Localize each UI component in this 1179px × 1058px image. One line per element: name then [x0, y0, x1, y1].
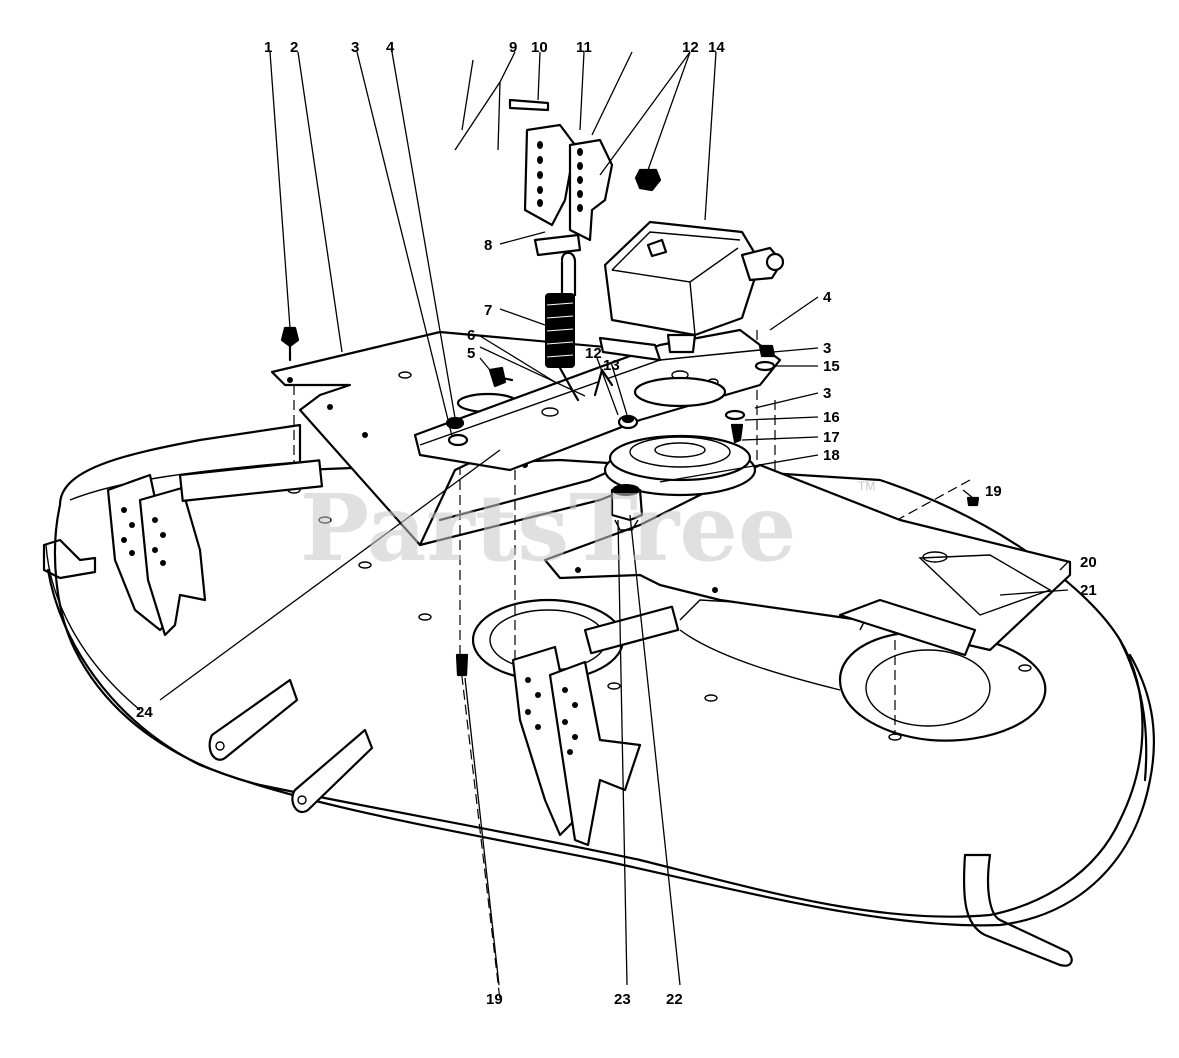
callout-12-lower: 12: [585, 345, 602, 362]
callout-7: 7: [484, 302, 492, 319]
callout-16: 16: [823, 409, 840, 426]
callout-15: 15: [823, 358, 840, 375]
hardware: [280, 326, 980, 677]
leader-lines: [159, 51, 1069, 986]
callout-5: 5: [467, 345, 475, 362]
callout-11: 11: [576, 39, 592, 56]
callout-3: 3: [351, 39, 359, 56]
callout-17: 17: [823, 429, 840, 446]
callout-9: 9: [509, 39, 517, 56]
callout-21: 21: [1080, 582, 1097, 599]
watermark: PartsTree TM: [300, 474, 875, 582]
gearbox: [598, 220, 785, 362]
callout-19-right: 19: [985, 483, 1002, 500]
callout-3-right-lower: 3: [823, 385, 831, 402]
front-link-arms: [208, 678, 374, 813]
lift-brackets: [508, 98, 662, 257]
callout-4-right: 4: [823, 289, 832, 306]
belt-guard-plate: [543, 463, 1072, 657]
callout-18: 18: [823, 447, 840, 464]
callout-3-right-upper: 3: [823, 340, 831, 357]
callout-8: 8: [484, 237, 492, 254]
callout-22: 22: [666, 991, 683, 1008]
callout-labels: 1 2 3 4 9 10 11 12 14 4 8 7 6 5 12 13 3 …: [136, 39, 1097, 1008]
callout-23: 23: [614, 991, 631, 1008]
spring: [545, 251, 580, 402]
front-hanger-brackets: [511, 605, 680, 847]
left-hanger-brackets: [106, 459, 324, 637]
callout-10: 10: [531, 39, 548, 56]
callout-24: 24: [136, 704, 153, 721]
callout-12: 12: [682, 39, 699, 56]
callout-20: 20: [1080, 554, 1097, 571]
callout-14: 14: [708, 39, 725, 56]
watermark-text: PartsTree: [300, 474, 796, 582]
callout-4: 4: [386, 39, 395, 56]
spindle-nut: [610, 484, 644, 531]
watermark-tm: TM: [858, 479, 875, 493]
callout-1: 1: [264, 39, 272, 56]
pulley: [603, 434, 757, 497]
callout-2: 2: [290, 39, 298, 56]
callout-13: 13: [603, 357, 620, 374]
callout-19-bottom: 19: [486, 991, 503, 1008]
callout-6: 6: [467, 327, 475, 344]
